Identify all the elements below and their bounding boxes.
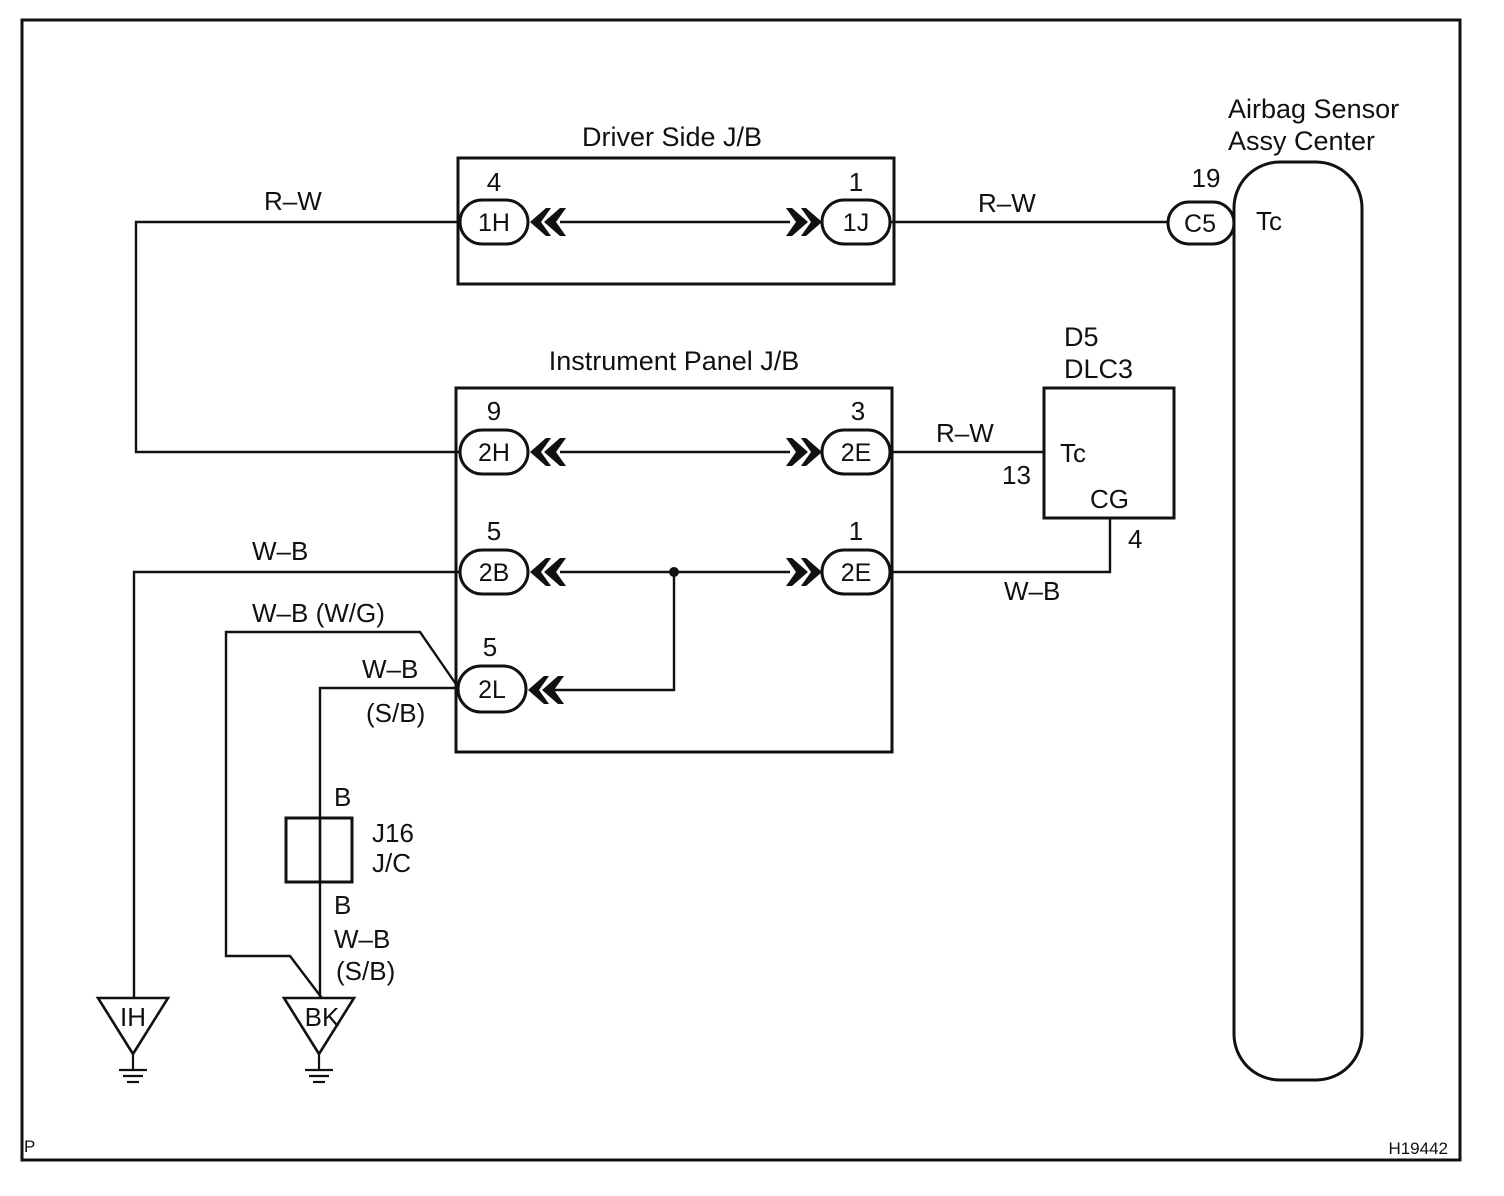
ground-bk: BK xyxy=(281,996,357,1084)
j16-label-line1: J16 xyxy=(372,818,414,848)
ip-row2-left-pin: 5 xyxy=(487,516,501,546)
wire-label-wg: W–B (W/G) xyxy=(252,598,385,628)
ip-row3-pin: 5 xyxy=(483,632,497,662)
wire-label-sb-lower-2: (S/B) xyxy=(336,956,395,986)
airbag-pin: 19 xyxy=(1192,163,1221,193)
dlc-terminal-tc: Tc xyxy=(1060,438,1086,468)
wire-label-sb-lower-1: W–B xyxy=(334,924,390,954)
connector-1h xyxy=(458,198,530,246)
chevron-2e-row1 xyxy=(786,438,822,466)
connector-2e-row1-label: 2E xyxy=(841,439,872,467)
dlc3-connector: D5 DLC3 Tc CG 13 4 xyxy=(1002,322,1176,554)
connector-2e-row1 xyxy=(820,428,892,476)
ip-row1-right-pin: 3 xyxy=(851,396,865,426)
chevron-2l xyxy=(528,676,564,704)
wire-wb-dlc-cg xyxy=(888,518,1112,574)
j16-top-wire: B xyxy=(334,782,351,812)
j16-junction-connector: B B J16 J/C xyxy=(284,782,414,920)
ip-jb-box xyxy=(454,386,894,754)
wire-wb-sb xyxy=(318,686,460,1000)
connector-2e-row2 xyxy=(820,548,892,596)
connector-2e-row2-label: 2E xyxy=(841,559,872,587)
splice-point xyxy=(669,567,679,577)
ground-ih-triangle xyxy=(95,996,171,1057)
wire-label-ih: W–B xyxy=(252,536,308,566)
ground-ih-label: IH xyxy=(120,1002,146,1032)
connector-c5 xyxy=(1166,200,1236,246)
connector-2h-label: 2H xyxy=(478,439,510,467)
wire-label-top-right: R–W xyxy=(978,188,1036,218)
chevron-2e-row2 xyxy=(786,558,822,586)
connector-2b-label: 2B xyxy=(479,559,510,587)
airbag-body xyxy=(1232,160,1364,1082)
wire-labels: R–W R–W R–W W–B W–B W–B (W/G) W–B (S/B) … xyxy=(252,186,1060,986)
wire-label-sb-upper-1: W–B xyxy=(362,654,418,684)
driver-jb-left-pin: 4 xyxy=(487,167,501,197)
chevron-2h xyxy=(530,438,566,466)
wire-ip-branch xyxy=(548,572,676,692)
wire-wb-ih xyxy=(132,570,460,998)
airbag-title-line1: Airbag Sensor xyxy=(1228,94,1399,124)
connector-c5-label: C5 xyxy=(1184,210,1216,238)
wire-label-dlc-cg: W–B xyxy=(1004,576,1060,606)
instrument-panel-jb: Instrument Panel J/B 9 2H 3 2E 5 2B 1 2E… xyxy=(454,346,894,754)
chevron-1h xyxy=(530,208,566,236)
driver-jb-right-pin: 1 xyxy=(849,167,863,197)
dlc-label-line1: D5 xyxy=(1064,322,1099,352)
airbag-sensor-assy: Airbag Sensor Assy Center 19 C5 Tc xyxy=(1166,94,1399,1082)
driver-jb-box xyxy=(456,156,896,286)
connector-1j-label: 1J xyxy=(843,209,869,237)
dlc-box xyxy=(1042,386,1176,520)
dlc-label-line2: DLC3 xyxy=(1064,354,1133,384)
corner-mark-left: P xyxy=(24,1137,35,1156)
j16-bottom-wire: B xyxy=(334,890,351,920)
ip-row1-left-pin: 9 xyxy=(487,396,501,426)
wire-label-dlc-tc: R–W xyxy=(936,418,994,448)
diagram-frame xyxy=(20,18,1462,1162)
connector-2b xyxy=(458,548,530,596)
ground-ih: IH xyxy=(95,996,171,1084)
ground-bk-label: BK xyxy=(305,1002,340,1032)
wire-label-sb-upper-2: (S/B) xyxy=(366,698,425,728)
dlc-pin-cg: 4 xyxy=(1128,524,1142,554)
ip-jb-title: Instrument Panel J/B xyxy=(549,346,800,376)
dlc-terminal-cg: CG xyxy=(1090,484,1129,514)
driver-jb-title: Driver Side J/B xyxy=(582,122,762,152)
connector-1h-label: 1H xyxy=(478,209,510,237)
connector-2l-label: 2L xyxy=(478,676,506,704)
wire-label-top-left: R–W xyxy=(264,186,322,216)
airbag-terminal-tc: Tc xyxy=(1256,206,1282,236)
connector-2l xyxy=(456,664,528,714)
j16-label-line2: J/C xyxy=(372,848,411,878)
wire-rw-loop xyxy=(134,220,460,454)
airbag-title-line2: Assy Center xyxy=(1228,126,1375,156)
connector-1j xyxy=(820,198,892,246)
wire-wb-wg xyxy=(224,630,461,1015)
wires xyxy=(132,220,1168,1015)
figure-id: H19442 xyxy=(1388,1139,1448,1158)
ip-row2-right-pin: 1 xyxy=(849,516,863,546)
connector-2h xyxy=(458,428,530,476)
dlc-pin-tc: 13 xyxy=(1002,460,1031,490)
chevron-2b xyxy=(530,558,566,586)
ground-bk-triangle xyxy=(281,996,357,1057)
driver-side-jb: Driver Side J/B 4 1H 1 1J xyxy=(456,122,896,286)
chevron-1j xyxy=(786,208,822,236)
